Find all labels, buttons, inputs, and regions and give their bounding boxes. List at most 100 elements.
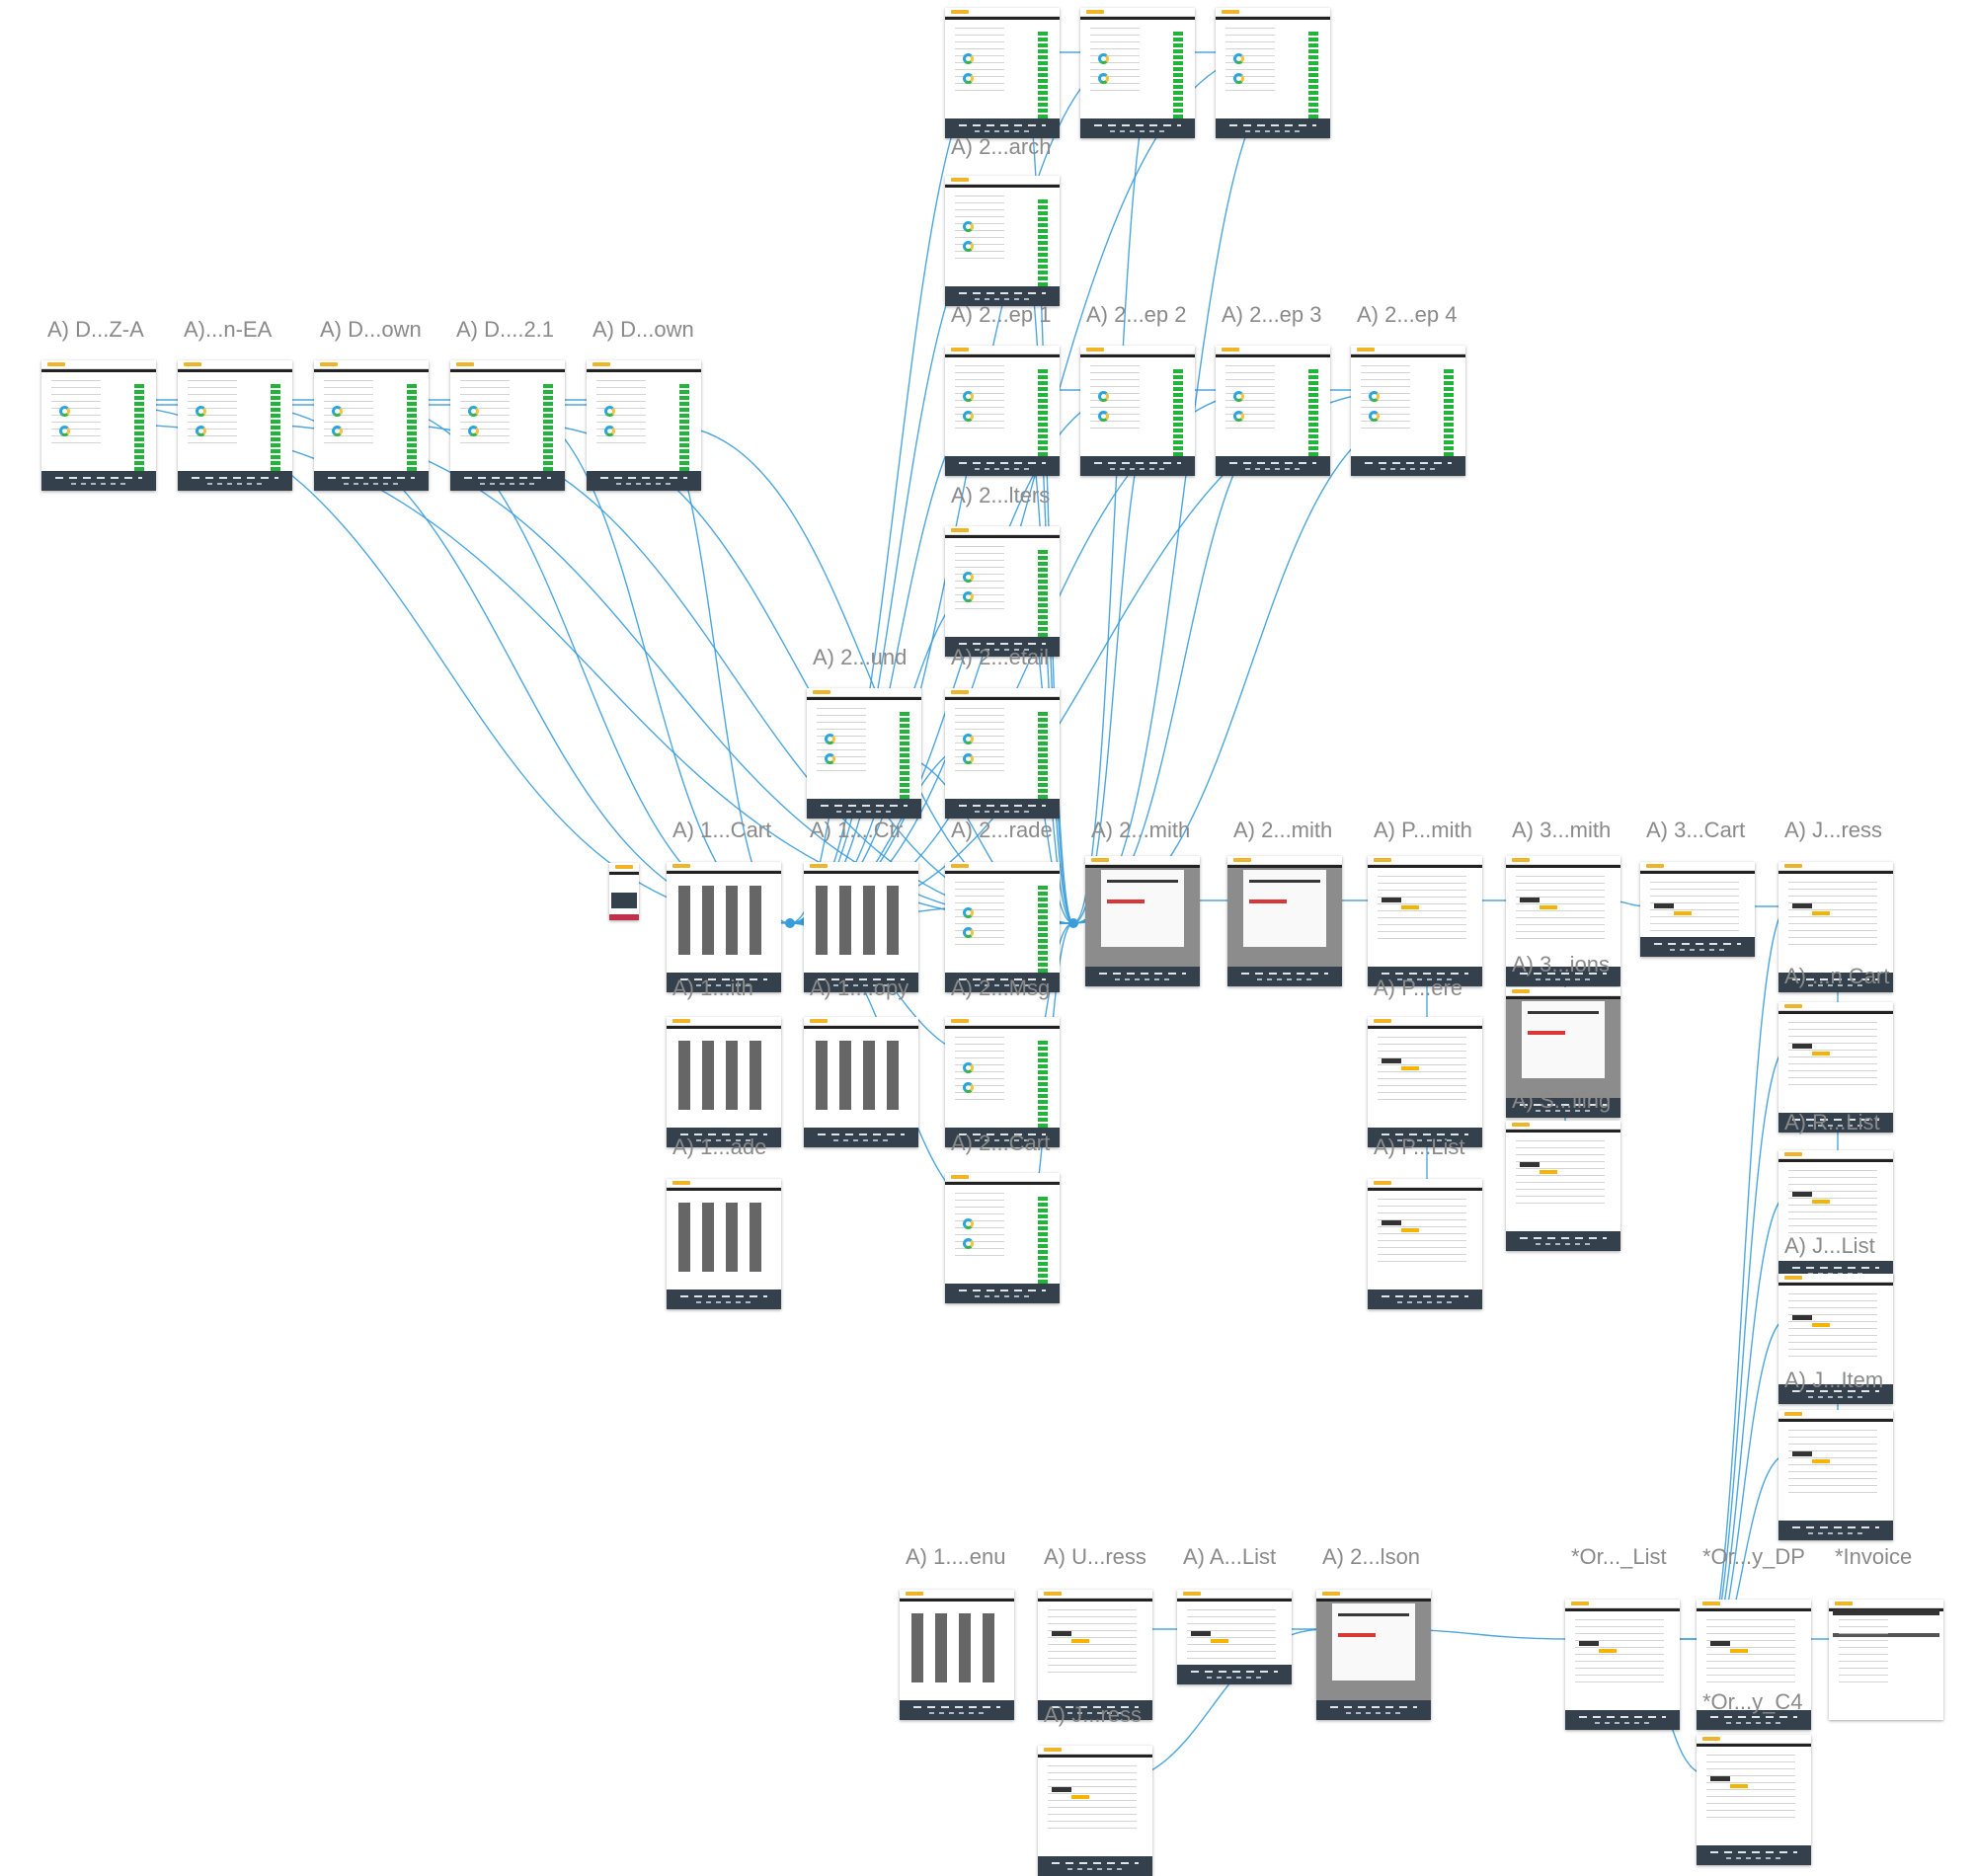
artboard-label[interactable]: A) 2...mith: [1233, 818, 1333, 842]
artboard-thumbnail[interactable]: [945, 8, 1060, 138]
artboard-thumbnail[interactable]: [1085, 856, 1200, 986]
artboard-thumbnail[interactable]: [667, 1017, 781, 1147]
artboard-thumbnail[interactable]: [609, 863, 639, 920]
artboard-label[interactable]: A) 1....opy: [810, 976, 909, 1000]
artboard-label[interactable]: A) 2...ep 2: [1086, 302, 1187, 327]
artboard-thumbnail[interactable]: [1778, 1150, 1893, 1281]
artboard-label[interactable]: A) 1....enu: [906, 1544, 1006, 1569]
artboard-thumbnail[interactable]: [945, 1173, 1060, 1303]
artboard-label[interactable]: A) 2...mith: [1091, 818, 1191, 842]
artboard-label[interactable]: *Invoice: [1835, 1544, 1913, 1569]
artboard-thumbnail[interactable]: [945, 688, 1060, 819]
artboard-thumbnail[interactable]: [178, 360, 292, 491]
artboard-label[interactable]: A) R...List: [1784, 1110, 1880, 1134]
prototype-link: [1072, 71, 1158, 924]
artboard-label[interactable]: A) 2...ep 4: [1357, 302, 1458, 327]
artboard-label[interactable]: A) 2...lters: [951, 483, 1051, 508]
artboard-label[interactable]: A) J...List: [1784, 1233, 1875, 1258]
artboard-label[interactable]: A) 2...ep 3: [1222, 302, 1322, 327]
artboard-label[interactable]: A) D...own: [592, 317, 694, 342]
artboard-label[interactable]: A) ...n Cart: [1784, 964, 1890, 988]
artboard-thumbnail[interactable]: [1080, 8, 1195, 138]
artboard-thumbnail[interactable]: [1778, 862, 1893, 992]
artboard-label[interactable]: A) S...lling: [1512, 1088, 1612, 1113]
artboard-label[interactable]: A) A...List: [1183, 1544, 1277, 1569]
artboard-thumbnail[interactable]: [1506, 987, 1620, 1118]
artboard-thumbnail[interactable]: [945, 1017, 1060, 1147]
artboard-thumbnail[interactable]: [1080, 346, 1195, 476]
artboard-thumbnail[interactable]: [1778, 1002, 1893, 1133]
artboard-label[interactable]: A) P...List: [1374, 1134, 1465, 1159]
artboard-label[interactable]: A) 3...mith: [1512, 818, 1612, 842]
artboard-thumbnail[interactable]: [314, 360, 429, 491]
artboard-thumbnail[interactable]: [1778, 1274, 1893, 1404]
artboard-label[interactable]: A) 1...Cart: [672, 818, 772, 842]
artboard-label[interactable]: A) 1....Ctr: [810, 818, 904, 842]
artboard-thumbnail[interactable]: [1368, 1179, 1482, 1309]
artboard-thumbnail[interactable]: [900, 1590, 1014, 1720]
artboard-label[interactable]: A)...n-EA: [184, 317, 273, 342]
artboard-label[interactable]: A) 2...und: [813, 645, 908, 669]
artboard-label[interactable]: A) J...ress: [1784, 818, 1883, 842]
artboard-thumbnail[interactable]: [1351, 346, 1465, 476]
artboard-thumbnail[interactable]: [1697, 1600, 1811, 1730]
artboard-label[interactable]: A) 2...etail: [951, 645, 1050, 669]
artboard-label[interactable]: *Or..._List: [1571, 1544, 1667, 1569]
artboard-label[interactable]: A) 1...ade: [672, 1134, 767, 1159]
artboard-thumbnail[interactable]: [1177, 1590, 1292, 1684]
hotspot-dot[interactable]: [785, 918, 795, 928]
artboard-thumbnail[interactable]: [804, 862, 918, 992]
artboard-label[interactable]: A) P...mith: [1374, 818, 1472, 842]
artboard-thumbnail[interactable]: [667, 1179, 781, 1309]
artboard-label[interactable]: A) 2...arch: [951, 134, 1052, 159]
artboard-thumbnail[interactable]: [1216, 8, 1330, 138]
artboard-thumbnail[interactable]: [1565, 1600, 1680, 1730]
artboard-action-button: [1674, 911, 1692, 915]
artboard-thumbnail[interactable]: [1506, 1121, 1620, 1251]
artboard-thumbnail[interactable]: [807, 688, 921, 819]
artboard-thumbnail[interactable]: [1316, 1590, 1431, 1720]
artboard-thumbnail[interactable]: [41, 360, 156, 491]
artboard-thumbnail[interactable]: [1038, 1590, 1152, 1720]
artboard-thumbnail[interactable]: [945, 346, 1060, 476]
artboard-label[interactable]: A) U...ress: [1044, 1544, 1146, 1569]
artboard-label[interactable]: A) 2...Cart: [951, 1131, 1051, 1155]
artboard-label[interactable]: A) J...Item: [1784, 1368, 1884, 1392]
artboard-thumbnail[interactable]: [1778, 1410, 1893, 1540]
artboard-label[interactable]: A) 2...rade: [951, 818, 1053, 842]
artboard-thumbnail[interactable]: [945, 862, 1060, 992]
artboard-label[interactable]: A) 2...lson: [1322, 1544, 1421, 1569]
artboard-footer: [1640, 937, 1755, 957]
artboard-thumbnail[interactable]: [1368, 856, 1482, 986]
artboard-thumbnail[interactable]: [1506, 856, 1620, 986]
artboard-thumbnail[interactable]: [945, 526, 1060, 657]
artboard-thumbnail[interactable]: [1038, 1746, 1152, 1876]
artboard-thumbnail[interactable]: [1216, 346, 1330, 476]
artboard-thumbnail[interactable]: [450, 360, 565, 491]
artboard-label[interactable]: *Or...y_DP: [1702, 1544, 1805, 1569]
artboard-label[interactable]: A) D...Z-A: [47, 317, 144, 342]
artboard-status-column: [1038, 1197, 1048, 1286]
artboard-label[interactable]: A) D....2.1: [456, 317, 555, 342]
artboard-thumbnail[interactable]: [1829, 1600, 1943, 1720]
artboard-thumbnail[interactable]: [804, 1017, 918, 1147]
artboard-label[interactable]: *Or...y_C4: [1702, 1689, 1803, 1714]
artboard-thumbnail[interactable]: [667, 862, 781, 992]
artboard-label[interactable]: A) 3...Cart: [1646, 818, 1746, 842]
artboard-footer: [1506, 1231, 1620, 1251]
artboard-label[interactable]: A) J...ress: [1044, 1702, 1143, 1727]
artboard-thumbnail[interactable]: [1697, 1735, 1811, 1865]
artboard-label[interactable]: A) 1...ith: [672, 976, 753, 1000]
hotspot-dot[interactable]: [1068, 918, 1078, 928]
artboard-label[interactable]: A) 3...ions: [1512, 952, 1611, 977]
artboard-label[interactable]: A) D...own: [320, 317, 422, 342]
artboard-thumbnail[interactable]: [945, 176, 1060, 306]
artboard-label[interactable]: A) 2...Msg: [951, 976, 1051, 1000]
artboard-thumbnail[interactable]: [1227, 856, 1342, 986]
artboard-label[interactable]: A) P...ere: [1374, 976, 1463, 1000]
artboard-thumbnail[interactable]: [587, 360, 701, 491]
artboard-thumbnail[interactable]: [1368, 1017, 1482, 1147]
artboard-label[interactable]: A) 2...ep 1: [951, 302, 1052, 327]
artboard-thumbnail[interactable]: [1640, 862, 1755, 957]
